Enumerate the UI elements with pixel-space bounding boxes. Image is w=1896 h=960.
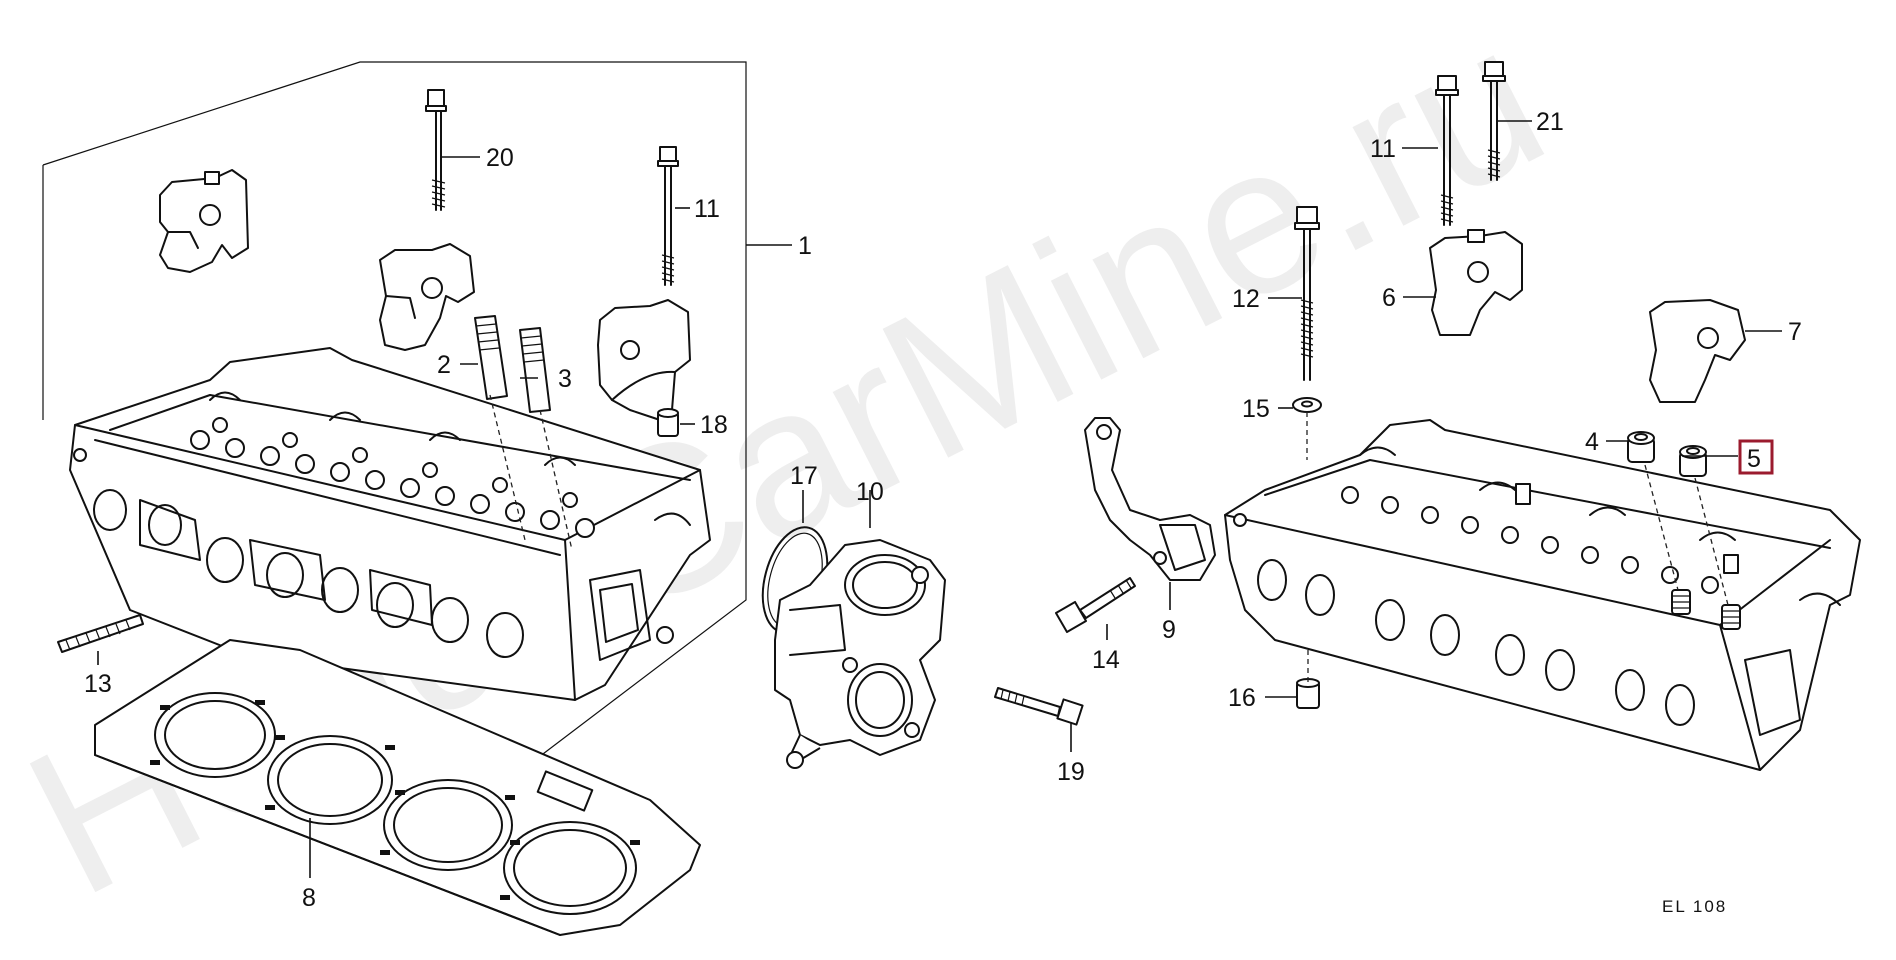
bolt-20[interactable]: [425, 89, 447, 211]
callout-6[interactable]: 6: [1382, 284, 1396, 312]
assembly-lines: [489, 394, 1729, 682]
dowel-pin-18[interactable]: [657, 408, 679, 437]
washer-15[interactable]: [1292, 397, 1322, 413]
valve-seal-4[interactable]: [1627, 431, 1655, 463]
callout-21[interactable]: 21: [1536, 108, 1564, 136]
assembly-box: [42, 61, 747, 761]
callout-11-left[interactable]: 11: [694, 195, 720, 223]
callout-2[interactable]: 2: [437, 351, 451, 379]
callout-5[interactable]: 5: [1747, 445, 1761, 473]
callout-7[interactable]: 7: [1788, 318, 1802, 346]
thermostat-housing-10[interactable]: [774, 539, 946, 769]
callout-14[interactable]: 14: [1092, 646, 1120, 674]
callout-3[interactable]: 3: [558, 365, 572, 393]
bolt-12[interactable]: [1294, 206, 1320, 381]
callout-13[interactable]: 13: [84, 670, 112, 698]
callout-5-highlight: [1738, 439, 1774, 475]
callouts: 1 2 3 4 5 6 7 8 9 10 11 11 12 13 14 15 1…: [84, 108, 1802, 916]
callout-18[interactable]: 18: [700, 411, 728, 439]
stud-13[interactable]: [57, 614, 144, 653]
callout-10[interactable]: 10: [856, 478, 884, 506]
rocker-holder-7[interactable]: [1649, 299, 1746, 403]
callout-15[interactable]: 15: [1242, 395, 1270, 423]
callout-1[interactable]: 1: [798, 232, 812, 260]
cylinder-head-right[interactable]: [1224, 419, 1861, 771]
callout-4[interactable]: 4: [1585, 428, 1599, 456]
callout-16[interactable]: 16: [1228, 684, 1256, 712]
cylinder-head-left[interactable]: [69, 347, 711, 701]
bolt-11-left[interactable]: [657, 146, 679, 286]
rocker-holder-left-3[interactable]: [597, 299, 691, 421]
callout-9[interactable]: 9: [1162, 616, 1176, 644]
bolt-11-right[interactable]: [1435, 75, 1459, 226]
callout-12[interactable]: 12: [1232, 285, 1260, 313]
callout-11-right[interactable]: 11: [1370, 135, 1396, 163]
callout-19[interactable]: 19: [1057, 758, 1085, 786]
callout-8[interactable]: 8: [302, 884, 316, 912]
rocker-holder-6[interactable]: [1429, 229, 1523, 336]
valve-guide-3[interactable]: [519, 327, 551, 413]
rocker-holder-left-2[interactable]: [379, 243, 475, 351]
callout-17[interactable]: 17: [790, 462, 818, 490]
bolt-14[interactable]: [1054, 577, 1136, 634]
head-gasket-8[interactable]: [94, 639, 701, 936]
dowel-pin-16[interactable]: [1296, 678, 1320, 709]
diagram-code: EL 108: [1662, 897, 1727, 916]
valve-guide-2[interactable]: [474, 315, 508, 400]
callout-20[interactable]: 20: [486, 144, 514, 172]
bolt-21[interactable]: [1482, 61, 1506, 181]
bolt-19[interactable]: [994, 687, 1084, 726]
leader-lines: [97, 120, 1782, 878]
valve-seal-5[interactable]: [1679, 445, 1707, 477]
rocker-holder-left-1[interactable]: [159, 169, 249, 273]
bracket-9[interactable]: [1084, 417, 1216, 581]
